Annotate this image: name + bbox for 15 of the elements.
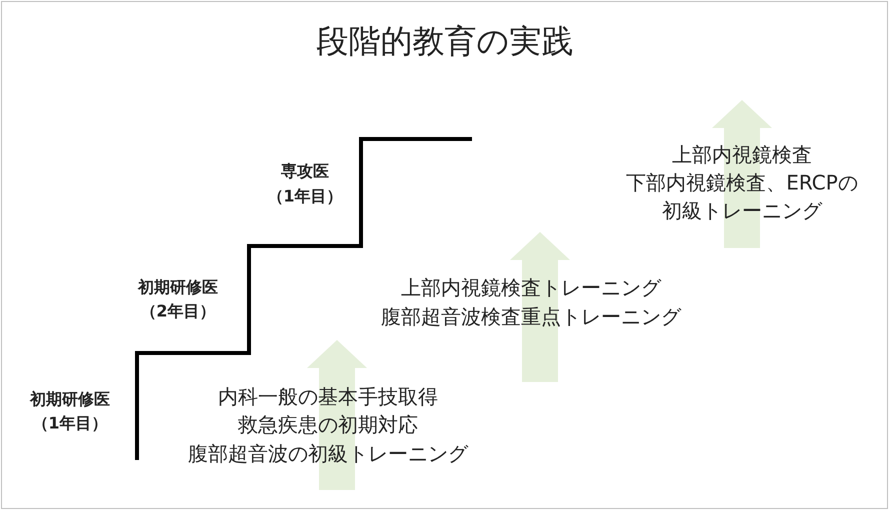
training-text: 救急疾患の初期対応 xyxy=(238,412,418,438)
training-text: 内科一般の基本手技取得 xyxy=(218,384,438,410)
stage-label: （2年目） xyxy=(140,302,216,322)
training-text: 上部内視鏡検査トレーニング xyxy=(401,274,661,302)
training-text: 腹部超音波の初級トレーニング xyxy=(188,440,468,468)
title: 段階的教育の実践 xyxy=(316,21,574,62)
stage-label: （1年目） xyxy=(267,186,343,208)
training-text: 下部内視鏡検査、ERCPの xyxy=(626,170,858,196)
training-text: 腹部超音波検査重点トレーニング xyxy=(381,304,681,330)
stage-label: （1年目） xyxy=(32,414,108,434)
stage-label: 初期研修医 xyxy=(138,278,218,298)
training-text: 初級トレーニング xyxy=(662,198,822,224)
training-text: 上部内視鏡検査 xyxy=(672,142,812,168)
stage-label: 専攻医 xyxy=(281,162,329,182)
stage-label: 初期研修医 xyxy=(30,390,110,410)
